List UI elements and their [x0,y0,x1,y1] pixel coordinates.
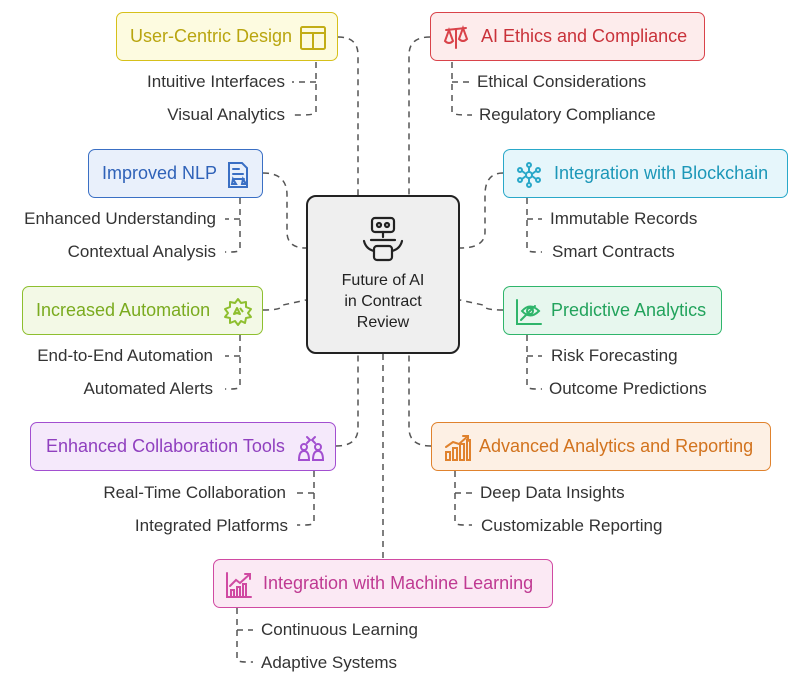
sub-item: Outcome Predictions [549,379,707,398]
center-node: Future of AI in Contract Review [306,195,460,354]
node-increased-automation: Increased Automation [22,286,263,335]
sub-item: Customizable Reporting [481,516,663,535]
node-label: Enhanced Collaboration Tools [46,436,285,456]
node-label: AI Ethics and Compliance [481,26,688,46]
node-advanced-analytics: Advanced Analytics and Reporting [431,422,771,471]
sub-item: Contextual Analysis [67,242,216,261]
node-predictive-analytics: Predictive Analytics [503,286,722,335]
sub-item: Real-Time Collaboration [103,483,286,502]
node-label: Integration with Machine Learning [263,573,534,593]
sub-item: Integrated Platforms [134,516,288,535]
center-title-line-2: in Contract [344,293,422,310]
sub-item: Risk Forecasting [551,346,678,365]
node-label: Increased Automation [36,300,211,320]
node-label: Improved NLP [102,163,218,183]
node-label: User-Centric Design [130,26,293,46]
sub-item: Continuous Learning [261,620,418,639]
scales-icon [431,13,480,62]
node-label: Advanced Analytics and Reporting [479,436,754,456]
center-title-line-3: Review [356,314,410,331]
sub-item: Intuitive Interfaces [147,72,285,91]
center-title-line-1: Future of AI [341,272,425,289]
network-icon [504,150,553,199]
node-ai-ethics: AI Ethics and Compliance [430,12,705,61]
gear-icon [213,287,262,336]
sub-item: Deep Data Insights [480,483,625,502]
node-machine-learning: Integration with Machine Learning [213,559,553,608]
node-label: Integration with Blockchain [554,163,769,183]
sub-item: End-to-End Automation [37,346,213,365]
robot-icon [361,216,405,264]
trend-chart-icon [214,560,263,609]
node-user-centric-design: User-Centric Design [116,12,338,61]
eye-chart-icon [504,287,553,336]
sub-item: Regulatory Compliance [479,105,656,124]
sub-item: Smart Contracts [552,242,675,261]
sub-item: Automated Alerts [83,379,213,398]
layout-icon [288,13,337,62]
sub-item: Visual Analytics [167,105,285,124]
node-collaboration-tools: Enhanced Collaboration Tools [30,422,336,471]
bar-chart-icon [432,423,481,472]
document-scale-icon [213,150,262,199]
people-icon [286,423,335,472]
node-blockchain: Integration with Blockchain [503,149,788,198]
sub-item: Adaptive Systems [261,653,398,672]
node-improved-nlp: Improved NLP [88,149,263,198]
sub-item: Ethical Considerations [477,72,647,91]
node-label: Predictive Analytics [551,300,707,320]
sub-item: Immutable Records [550,209,698,228]
sub-item: Enhanced Understanding [24,209,216,228]
